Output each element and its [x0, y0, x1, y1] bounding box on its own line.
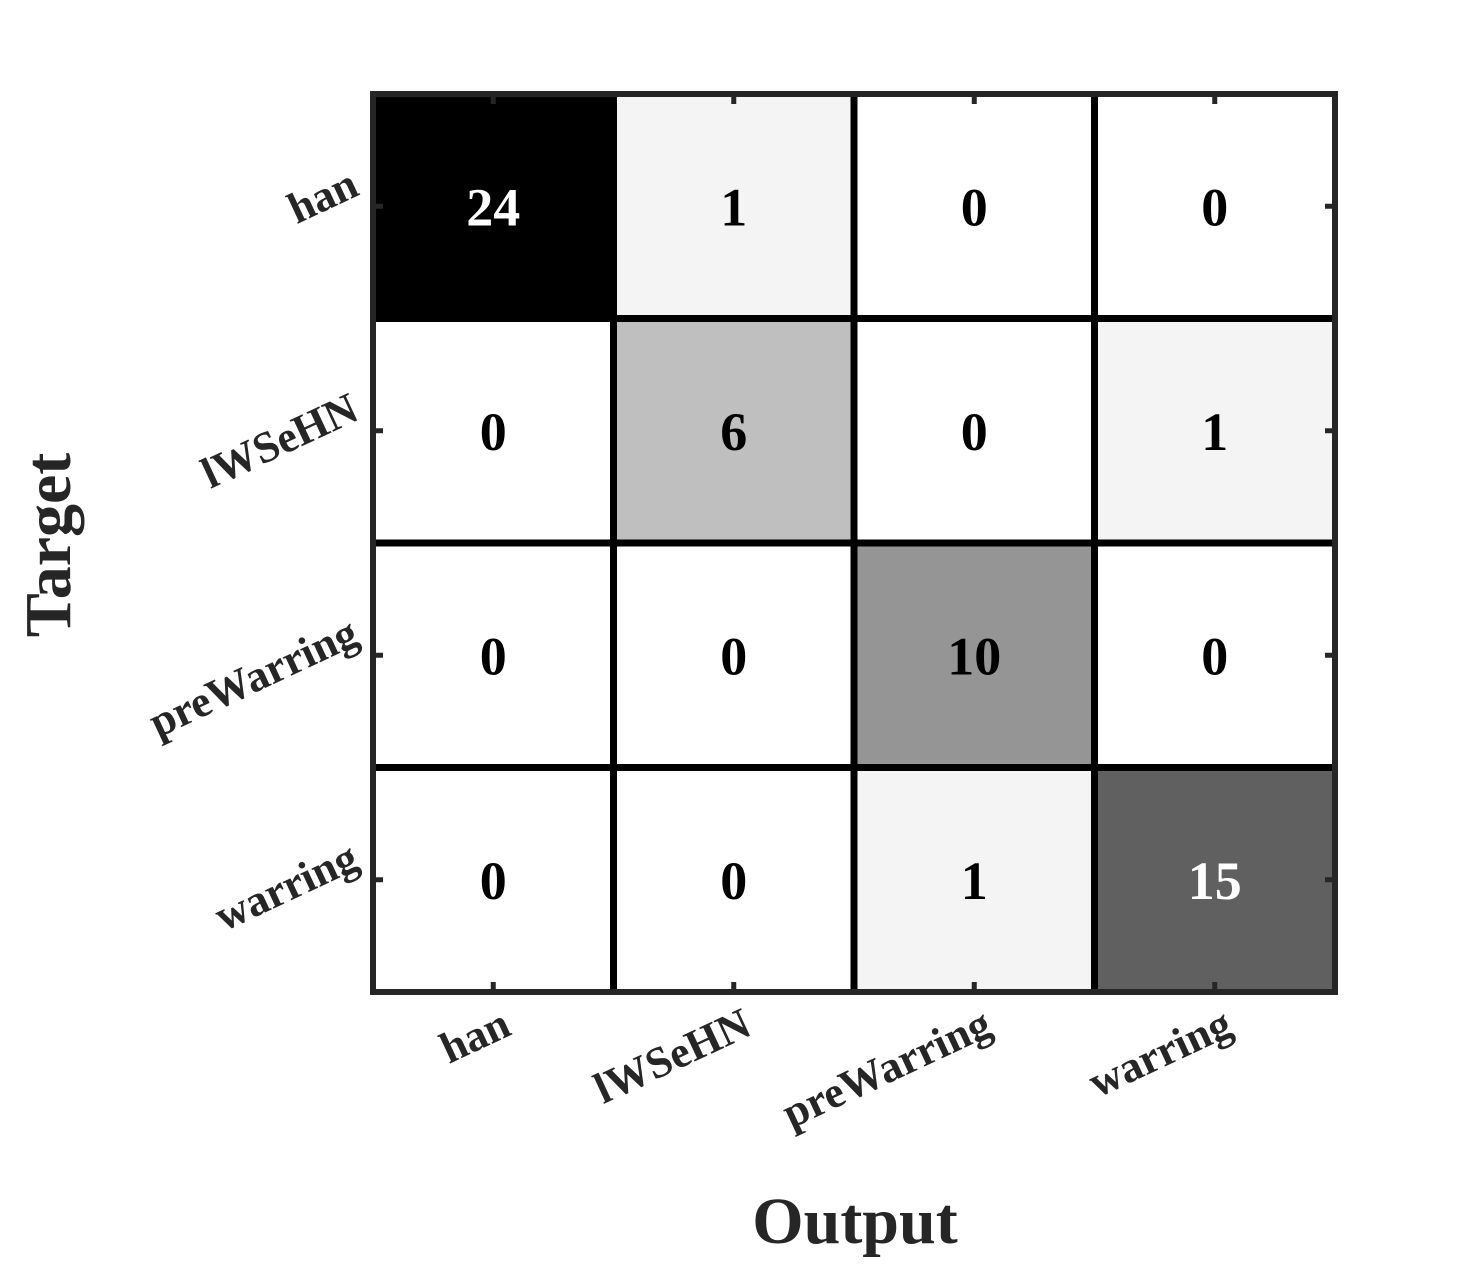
heatmap-cell [613, 767, 854, 992]
heatmap-cell [373, 767, 614, 992]
heatmap-cells [373, 94, 1335, 992]
cell-value-label: 0 [480, 626, 507, 686]
heatmap-cell [1094, 767, 1335, 992]
y-tick-label: han [280, 159, 365, 233]
cell-value-label: 0 [480, 851, 507, 911]
y-tick-label: warring [207, 832, 365, 940]
cell-value-label: 0 [1201, 177, 1228, 237]
cell-value-label: 1 [1201, 402, 1228, 462]
cell-value-label: 6 [720, 402, 747, 462]
cell-value-label: 0 [720, 851, 747, 911]
heatmap-cell [1094, 318, 1335, 543]
cell-value-label: 24 [466, 177, 520, 237]
x-tick-label: warring [1081, 999, 1239, 1107]
cell-value-label: 1 [961, 851, 988, 911]
cell-value-label: 0 [961, 402, 988, 462]
x-tick-label: preWarring [775, 999, 999, 1138]
heatmap-cell [373, 94, 614, 319]
cell-value-label: 1 [720, 177, 747, 237]
x-axis-label: Output [752, 1185, 957, 1258]
x-tick-label: lWSeHN [587, 999, 759, 1114]
heatmap-cell [1094, 94, 1335, 319]
grid-lines [370, 91, 1338, 995]
heatmap-cell [373, 543, 614, 768]
cell-value-label: 0 [961, 177, 988, 237]
cell-value-label: 0 [1201, 626, 1228, 686]
x-tick-label: han [432, 999, 517, 1073]
y-tick-labels: han lWSeHN preWarring warring [141, 159, 365, 941]
axis-ticks [373, 94, 1335, 992]
y-axis-label: Target [12, 453, 85, 638]
y-tick-label: lWSeHN [194, 383, 366, 498]
heatmap-cell [613, 543, 854, 768]
heatmap-cell [1094, 543, 1335, 768]
y-tick-label: preWarring [141, 608, 365, 747]
cell-value-label: 0 [480, 402, 507, 462]
heatmap-cell [854, 94, 1095, 319]
heatmap-cell [854, 543, 1095, 768]
heatmap-cell [613, 94, 854, 319]
heatmap-cell [373, 318, 614, 543]
cell-value-label: 10 [947, 626, 1001, 686]
cell-value-label: 0 [720, 626, 747, 686]
heatmap-cell [854, 767, 1095, 992]
plot-frame [370, 91, 1338, 995]
heatmap-cell [854, 318, 1095, 543]
cell-value-label: 15 [1188, 851, 1242, 911]
heatmap-cell [613, 318, 854, 543]
